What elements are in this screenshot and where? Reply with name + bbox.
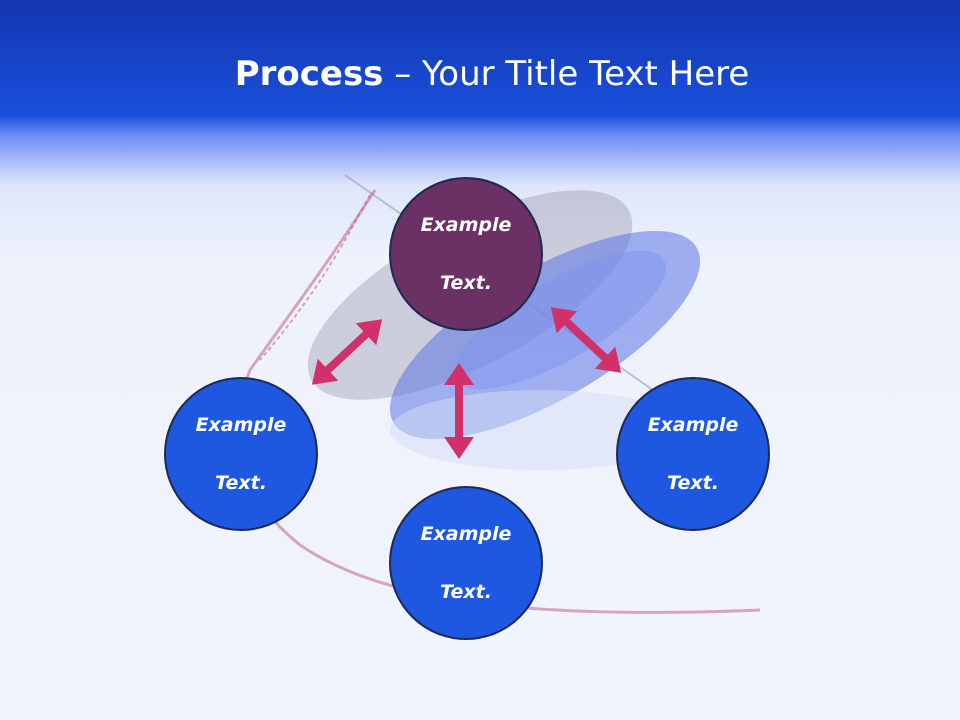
arrow-top-left bbox=[311, 319, 383, 385]
node-top-line2: Text. bbox=[440, 271, 492, 294]
title-rest: – Your Title Text Here bbox=[383, 54, 750, 94]
node-bottom-line2: Text. bbox=[440, 580, 492, 603]
node-bottom-line1: Example bbox=[420, 522, 512, 545]
arrow-top-right bbox=[550, 307, 622, 373]
node-top-line1: Example bbox=[420, 213, 512, 236]
node-right-line2: Text. bbox=[667, 471, 719, 494]
node-right-line1: Example bbox=[647, 413, 739, 436]
arrow-vertical bbox=[444, 363, 474, 459]
title-bold: Process bbox=[234, 54, 384, 94]
node-left-line1: Example bbox=[195, 413, 287, 436]
node-left-line2: Text. bbox=[215, 471, 267, 494]
slide-title: Process – Your Title Text Here bbox=[0, 52, 960, 96]
